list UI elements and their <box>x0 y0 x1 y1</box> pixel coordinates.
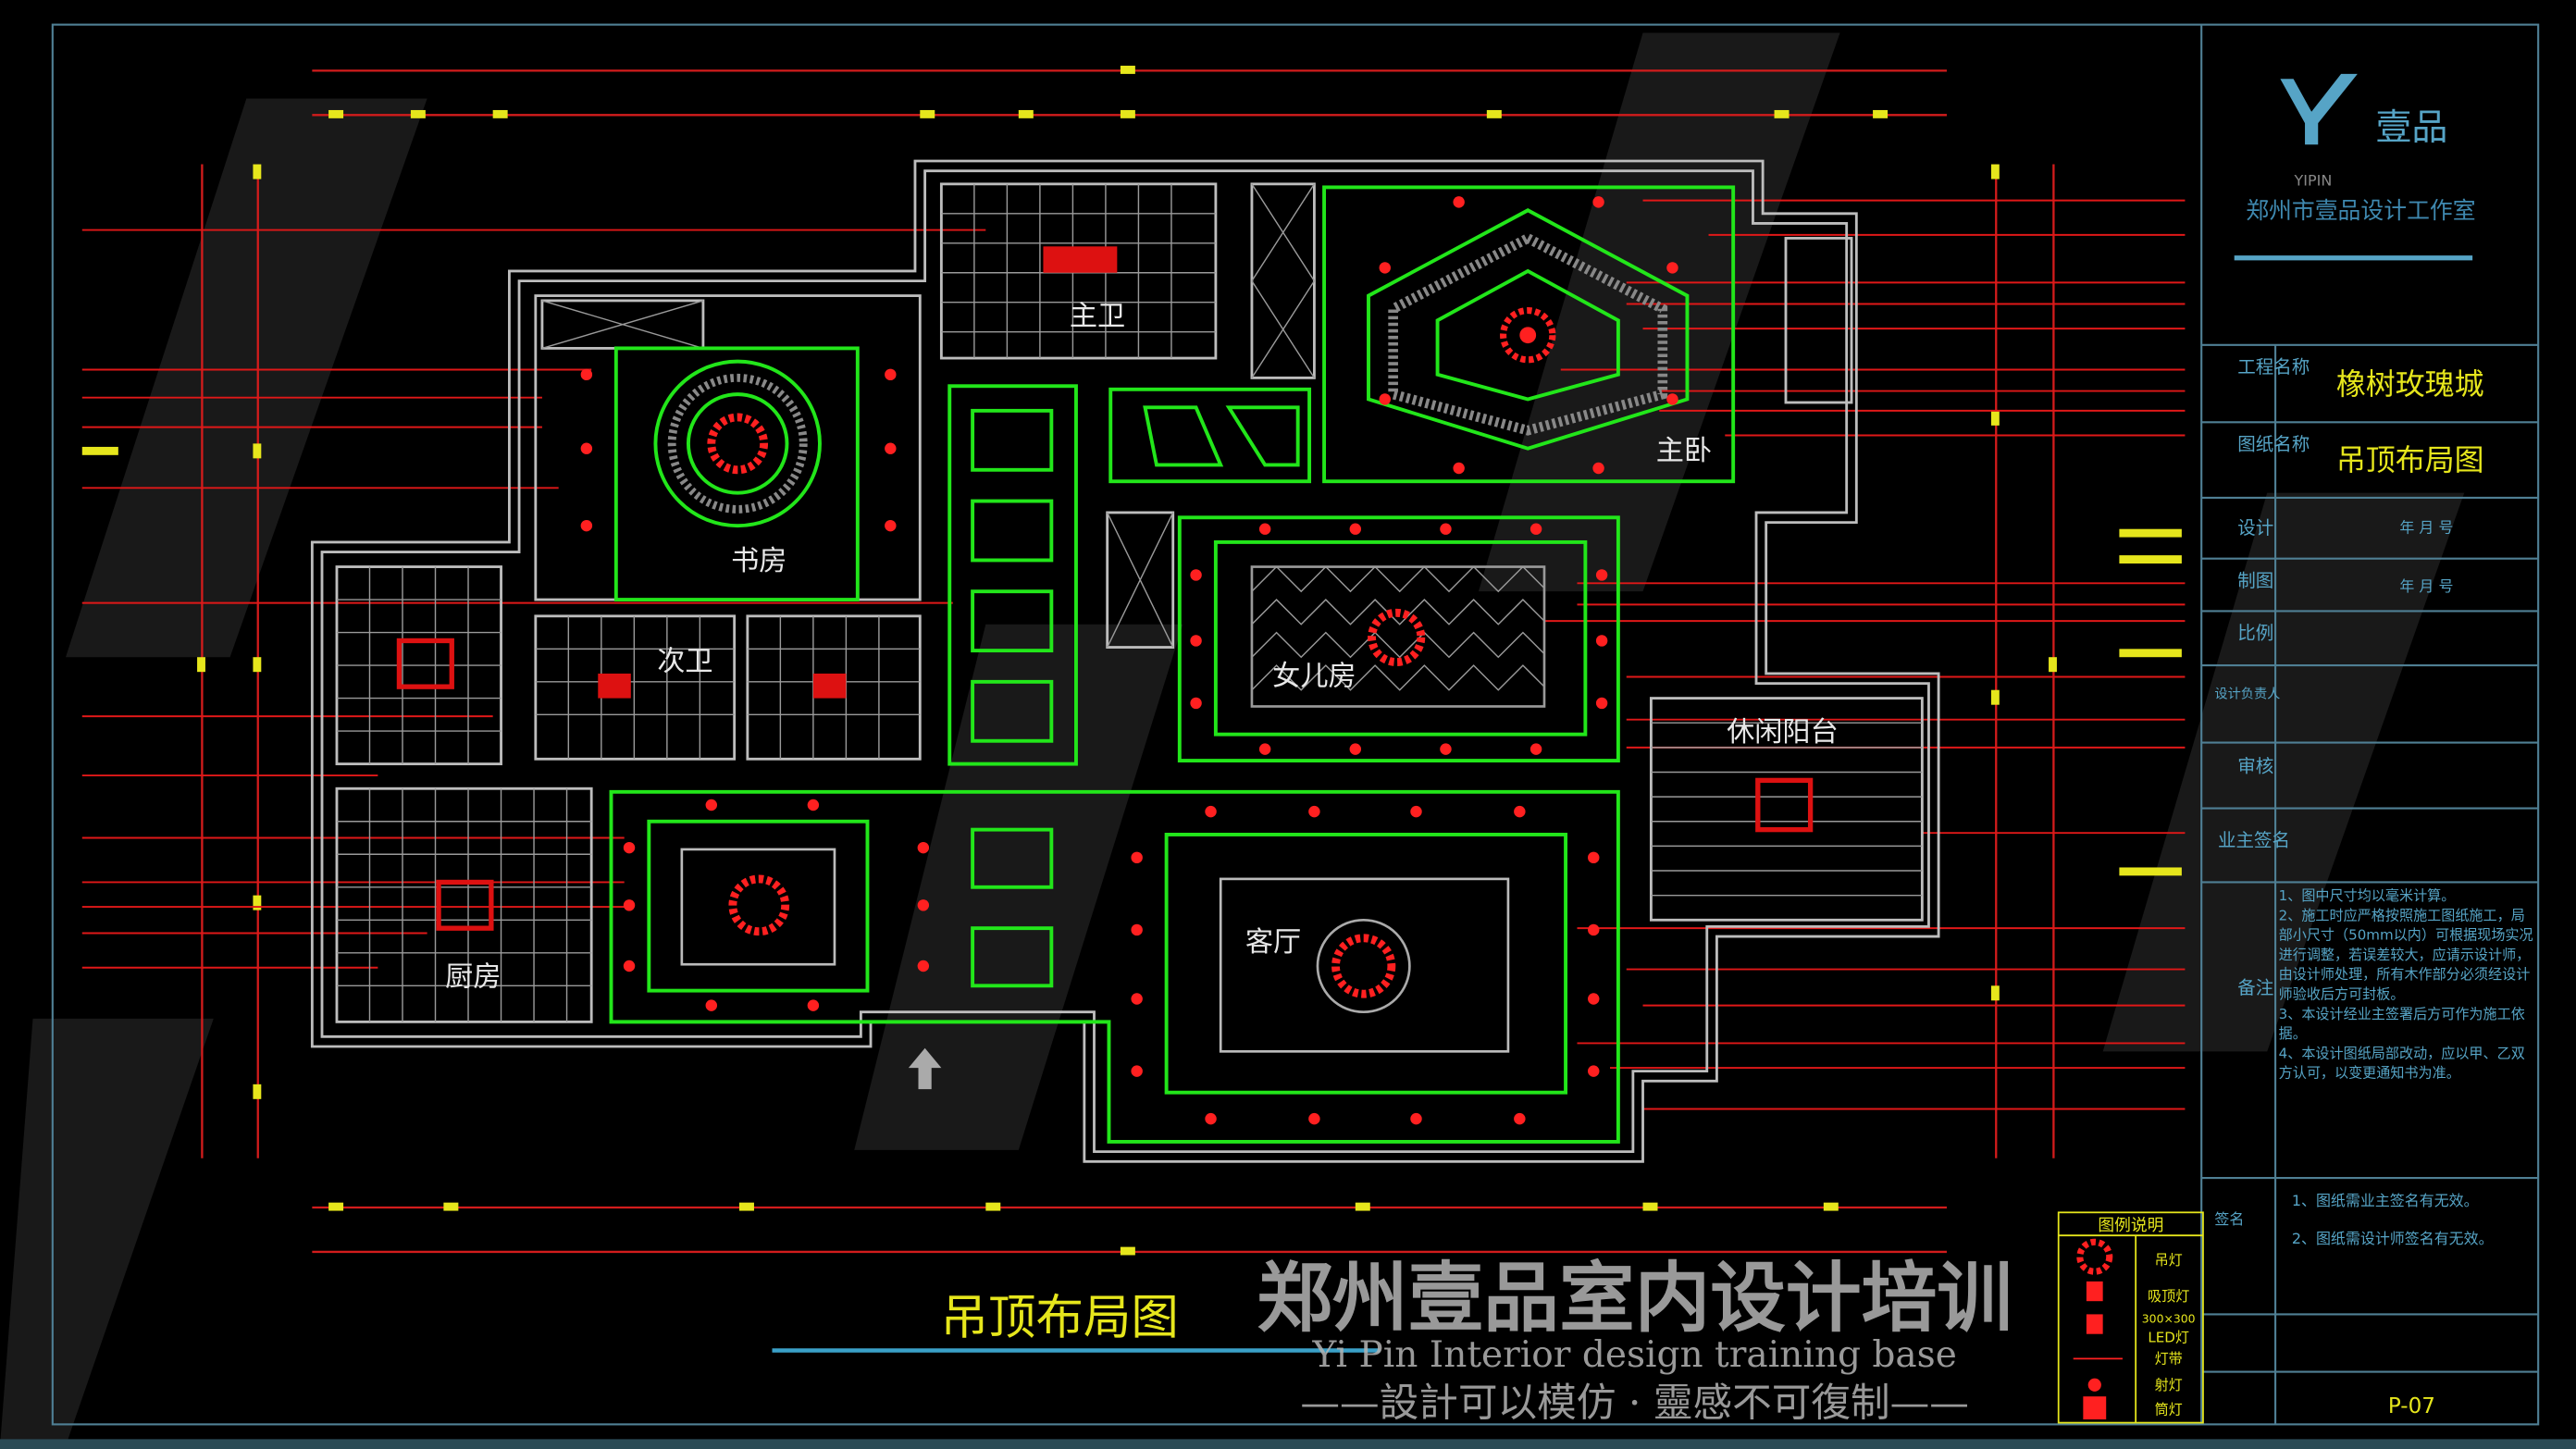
pendant-lamp-icon <box>2076 1238 2113 1275</box>
room-label-kitchen: 厨房 <box>445 960 501 993</box>
kitchen: 厨房 <box>335 786 593 1023</box>
bottom-bar <box>0 1439 2576 1449</box>
legend-item: 筒灯 <box>2155 1402 2183 1418</box>
sign-note-1: 1、图纸需业主签名有无效。 <box>2292 1192 2479 1209</box>
client-label: 业主签名 <box>2218 829 2290 850</box>
page-number: P-07 <box>2388 1394 2435 1418</box>
spotlight-icon <box>2087 1378 2101 1392</box>
remark-1: 1、图中尺寸均以毫米计算。 <box>2278 888 2456 906</box>
drawing-title: 吊顶布局图 <box>941 1291 1179 1346</box>
watermark: 郑州壹品室内设计培训 Yi Pin Interior design traini… <box>1257 1254 2012 1426</box>
remark-3: 3、本设计经业主签署后方可作为施工依据。 <box>2278 1007 2525 1044</box>
studio-name: 郑州市壹品设计工作室 <box>2246 197 2475 224</box>
yipin-logo-icon <box>2280 73 2358 145</box>
room-label-master-bath: 主卫 <box>1070 301 1125 333</box>
remark-2: 2、施工时应严格按照施工图纸施工，局部小尺寸（50mm以内）可根据现场实况进行调… <box>2278 908 2533 1004</box>
lead-label: 设计负责人 <box>2214 687 2280 702</box>
sheet-label: 图纸名称 <box>2237 433 2310 454</box>
dining-living-ceiling: 客厅 <box>609 789 1620 1144</box>
sheet-value: 吊顶布局图 <box>2336 442 2484 477</box>
room-label-study: 书房 <box>731 545 786 577</box>
logo-text: 壹品 <box>2375 107 2447 149</box>
downlight-markers <box>580 196 1678 1125</box>
study: 书房 <box>534 294 922 602</box>
room-label-second-bath: 次卫 <box>657 645 712 677</box>
remarks-label: 备注 <box>2237 977 2273 998</box>
title-block: 壹品 YIPIN 郑州市壹品设计工作室 工程名称 橡树玫瑰城 图纸名称 吊顶布局… <box>2200 24 2539 1425</box>
vanity-ceiling <box>1108 387 1312 484</box>
drawn-label: 制图 <box>2237 570 2273 591</box>
legend-item: 灯带 <box>2155 1351 2183 1368</box>
daughter-room: 女儿房 <box>1177 515 1620 763</box>
logo-en: YIPIN <box>2294 172 2333 190</box>
room-label-master-bedroom: 主卧 <box>1656 435 1712 467</box>
sign-label: 签名 <box>2214 1210 2244 1228</box>
second-bath: 次卫 <box>534 614 922 761</box>
master-bath: 主卫 <box>939 182 1218 360</box>
entrance-arrow-icon <box>908 1047 942 1090</box>
left-room <box>335 565 502 766</box>
corridor-ceiling <box>947 384 1175 766</box>
approved-label: 审核 <box>2237 755 2273 776</box>
legend-title: 图例说明 <box>2098 1216 2163 1235</box>
watermark-cn: 郑州壹品室内设计培训 <box>1257 1254 2012 1343</box>
legend-item: 300×300 <box>2142 1311 2196 1325</box>
watermark-en: Yi Pin Interior design training base <box>1311 1334 1956 1376</box>
remark-4: 4、本设计图纸局部改动，应以甲、乙双方认可，以变更通知书为准。 <box>2278 1046 2525 1084</box>
legend-item: 射灯 <box>2155 1377 2183 1393</box>
master-bedroom: 主卧 <box>1322 185 1736 484</box>
dimension-lines <box>81 66 2182 1256</box>
scale-label: 比例 <box>2237 623 2273 644</box>
drawing-frame <box>51 23 2540 1426</box>
leisure-balcony: 休闲阳台 <box>1649 697 1924 922</box>
shaft <box>1250 182 1316 379</box>
legend-item: LED灯 <box>2148 1330 2189 1346</box>
project-value: 橡树玫瑰城 <box>2336 366 2484 402</box>
remarks-text: 1、图中尺寸均以毫米计算。 2、施工时应严格按照施工图纸施工，局部小尺寸（50m… <box>2279 887 2533 1084</box>
downlight-icon <box>2083 1396 2107 1420</box>
designer-label: 设计 <box>2237 517 2273 539</box>
designer-value: 年 月 号 <box>2399 518 2453 536</box>
watermark-slogan: ——設計可以模仿 · 靈感不可復制—— <box>1300 1380 1968 1426</box>
legend-item: 吸顶灯 <box>2148 1288 2189 1305</box>
legend: 图例说明 吊灯 吸顶灯 300×300 LED灯 灯带 射灯 筒灯 <box>2057 1211 2204 1424</box>
ceiling-lamp-icon <box>2086 1281 2103 1302</box>
legend-item: 吊灯 <box>2155 1252 2183 1269</box>
project-label: 工程名称 <box>2237 356 2310 378</box>
room-label-daughter-room: 女儿房 <box>1272 660 1356 692</box>
panel-light-icon <box>2086 1314 2103 1334</box>
sign-note-2: 2、图纸需设计师签名有无效。 <box>2292 1230 2494 1247</box>
room-label-living-room: 客厅 <box>1245 926 1301 959</box>
drawn-value: 年 月 号 <box>2399 577 2453 595</box>
room-label-leisure-balcony: 休闲阳台 <box>1727 716 1839 749</box>
